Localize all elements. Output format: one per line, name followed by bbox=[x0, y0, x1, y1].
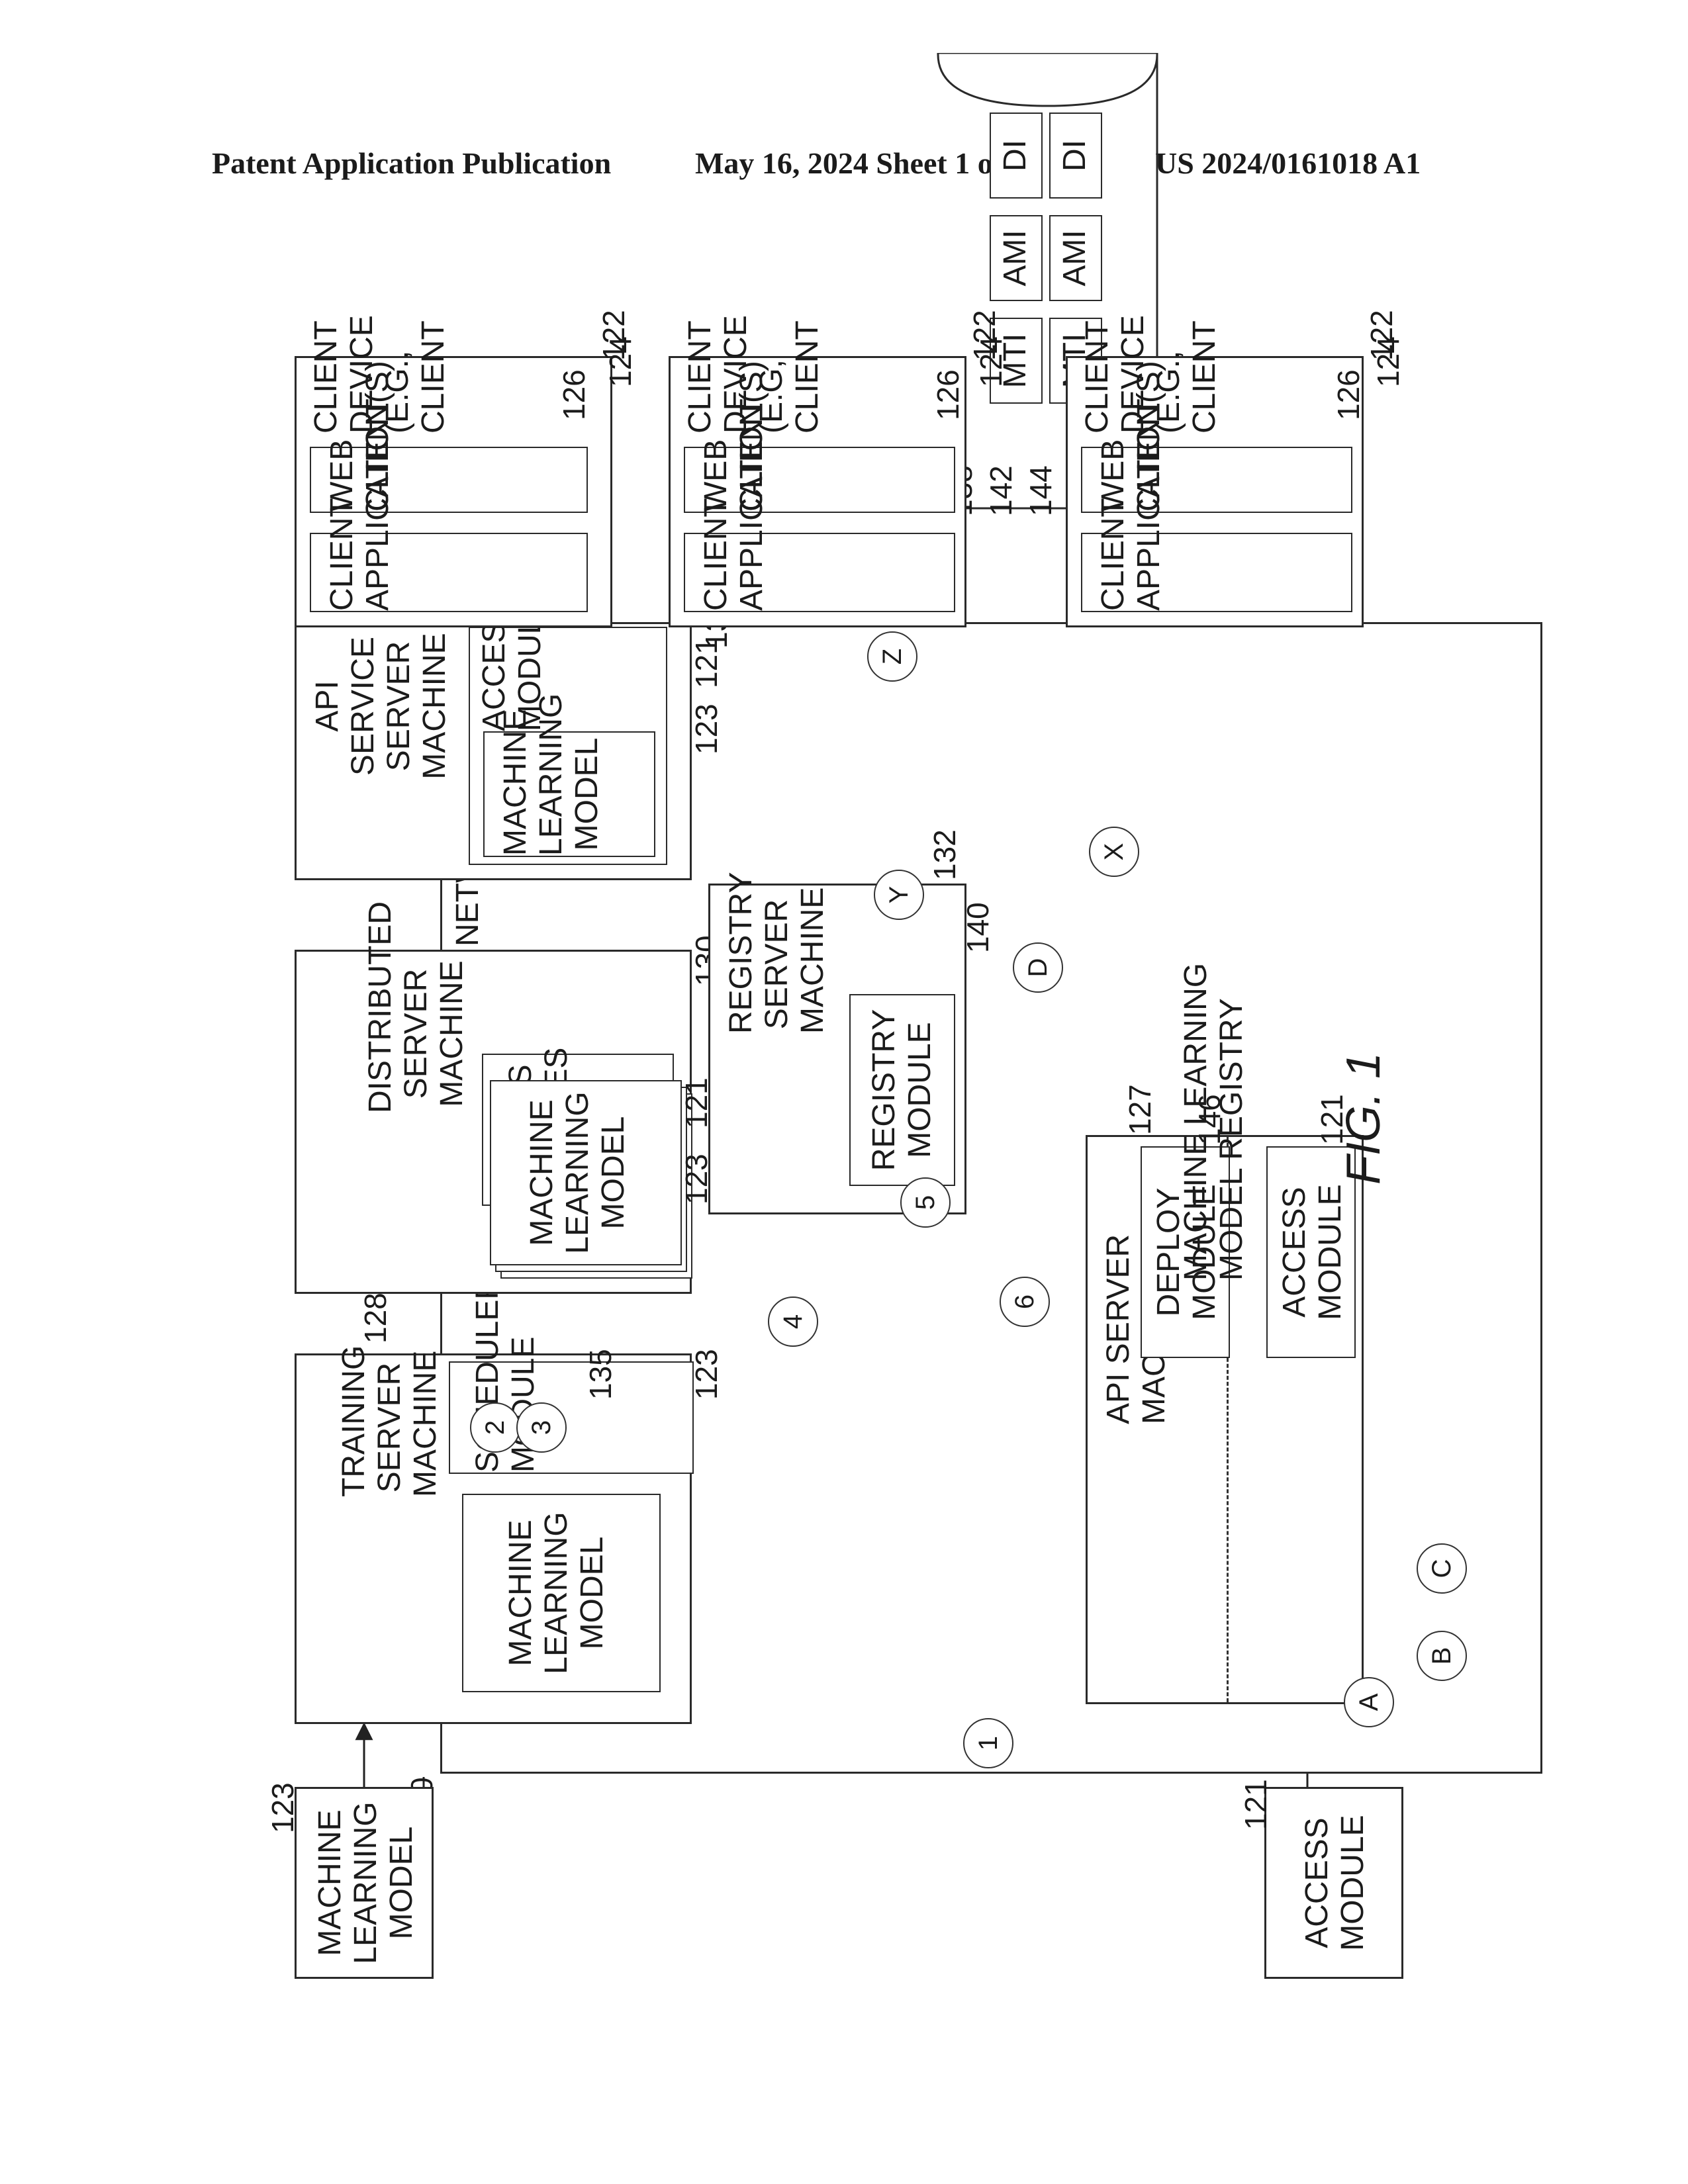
training-ml-model-label: MACHINE LEARNING MODEL bbox=[503, 1495, 610, 1691]
ref-124-client-3: 124 bbox=[1370, 336, 1406, 387]
api-service-ml-model-box: MACHINE LEARNING MODEL bbox=[483, 731, 655, 857]
ref-128: 128 bbox=[357, 1293, 393, 1343]
ref-140: 140 bbox=[960, 902, 996, 953]
ref-123-input: 123 bbox=[265, 1782, 301, 1833]
step-marker-5: 5 bbox=[900, 1177, 951, 1228]
publication-type: Patent Application Publication bbox=[212, 146, 611, 181]
training-ml-model-box: MACHINE LEARNING MODEL bbox=[462, 1494, 661, 1692]
step-marker-y: Y bbox=[874, 870, 924, 920]
access-module-input-label: ACCESS MODULE bbox=[1299, 1789, 1371, 1977]
ml-model-input-label: MACHINE LEARNING MODEL bbox=[312, 1789, 420, 1977]
api-service-ml-model-label: MACHINE LEARNING MODEL bbox=[498, 733, 605, 856]
client-device-2-apps-box: CLIENT APPLICATION(S) bbox=[684, 533, 955, 612]
client-device-3: CLIENT DEVICE (E.G., CLIENT WEB CLIENT C… bbox=[1066, 356, 1364, 627]
ref-124-client-2: 124 bbox=[973, 336, 1009, 387]
ref-124-client-1: 124 bbox=[602, 336, 638, 387]
distributed-server-title: DISTRIBUTED SERVER MACHINE bbox=[363, 954, 470, 1113]
ref-127: 127 bbox=[1122, 1084, 1158, 1135]
ref-142: 142 bbox=[983, 465, 1019, 516]
db-cell-ami-2: AMI bbox=[1049, 215, 1102, 301]
registry-server-box: REGISTRY SERVER MACHINE REGISTRY MODULE bbox=[708, 884, 966, 1214]
step-marker-c: C bbox=[1417, 1543, 1467, 1594]
api-service-server-box: API SERVICE SERVER MACHINE ACCESS MODULE… bbox=[295, 622, 692, 880]
step-marker-2: 2 bbox=[470, 1402, 520, 1453]
step-marker-x: X bbox=[1089, 827, 1139, 877]
ml-model-input-box: MACHINE LEARNING MODEL bbox=[295, 1787, 434, 1979]
step-marker-z: Z bbox=[867, 631, 917, 682]
client-device-3-apps-box: CLIENT APPLICATION(S) bbox=[1081, 533, 1352, 612]
ref-132: 132 bbox=[927, 829, 962, 880]
ref-126-client-3: 126 bbox=[1331, 369, 1366, 420]
step-marker-d: D bbox=[1013, 942, 1063, 993]
ref-121-api-service: 121 bbox=[688, 637, 724, 688]
distributed-server-box: DISTRIBUTED SERVER MACHINE ACCESS MODULE… bbox=[295, 950, 692, 1294]
model-registry-label: MACHINE LEARNING MODEL REGISTRY bbox=[1178, 936, 1250, 1281]
figure-label: FIG. 1 bbox=[1337, 920, 1390, 1185]
step-marker-6: 6 bbox=[1000, 1277, 1050, 1327]
ref-135: 135 bbox=[583, 1349, 618, 1400]
step-marker-4: 4 bbox=[768, 1297, 818, 1347]
step-marker-1: 1 bbox=[963, 1718, 1013, 1768]
step-marker-3: 3 bbox=[516, 1402, 567, 1453]
client-device-2-apps-label: CLIENT APPLICATION(S) bbox=[698, 534, 770, 611]
distributed-ml-model-box: MACHINE LEARNING MODEL bbox=[490, 1080, 682, 1265]
db-cell-ami-1: AMI bbox=[990, 215, 1043, 301]
db-cell-di-1: DI bbox=[990, 113, 1043, 199]
access-module-input-box: ACCESS MODULE bbox=[1264, 1787, 1403, 1979]
ref-123-api-service: 123 bbox=[688, 704, 724, 754]
client-device-3-apps-label: CLIENT APPLICATION(S) bbox=[1096, 534, 1167, 611]
ref-123-training: 123 bbox=[688, 1349, 724, 1400]
registry-module-label: REGISTRY MODULE bbox=[867, 995, 938, 1185]
api-service-access-box: ACCESS MODULE MACHINE LEARNING MODEL bbox=[469, 627, 667, 865]
step-marker-b: B bbox=[1417, 1631, 1467, 1681]
registry-server-title: REGISTRY SERVER MACHINE bbox=[724, 895, 831, 1034]
ref-126-client-2: 126 bbox=[930, 369, 966, 420]
ref-144: 144 bbox=[1023, 465, 1058, 516]
client-device-1-apps-label: CLIENT APPLICATION(S) bbox=[324, 534, 396, 611]
page-header: Patent Application Publication May 16, 2… bbox=[0, 0, 1688, 212]
db-cell-di-2: DI bbox=[1049, 113, 1102, 199]
ref-121-input: 121 bbox=[1238, 1779, 1274, 1830]
api-service-server-title: API SERVICE SERVER MACHINE bbox=[310, 627, 453, 786]
ref-126-client-1: 126 bbox=[556, 369, 592, 420]
step-marker-a: A bbox=[1344, 1677, 1394, 1727]
figure-1-diagram: NETWORKED SYSTEM 120 118 MACHINE LEARNIN… bbox=[212, 251, 1403, 1999]
registry-module-box: REGISTRY MODULE bbox=[849, 994, 955, 1186]
training-server-title: TRAINING SERVER MACHINE bbox=[336, 1358, 444, 1497]
distributed-ml-model-label: MACHINE LEARNING MODEL bbox=[524, 1081, 632, 1264]
client-device-2: CLIENT DEVICE (E.G, CLIENT WEB CLIENT CL… bbox=[669, 356, 966, 627]
publication-number: US 2024/0161018 A1 bbox=[1155, 146, 1421, 181]
client-device-1-apps-box: CLIENT APPLICATION(S) bbox=[310, 533, 588, 612]
